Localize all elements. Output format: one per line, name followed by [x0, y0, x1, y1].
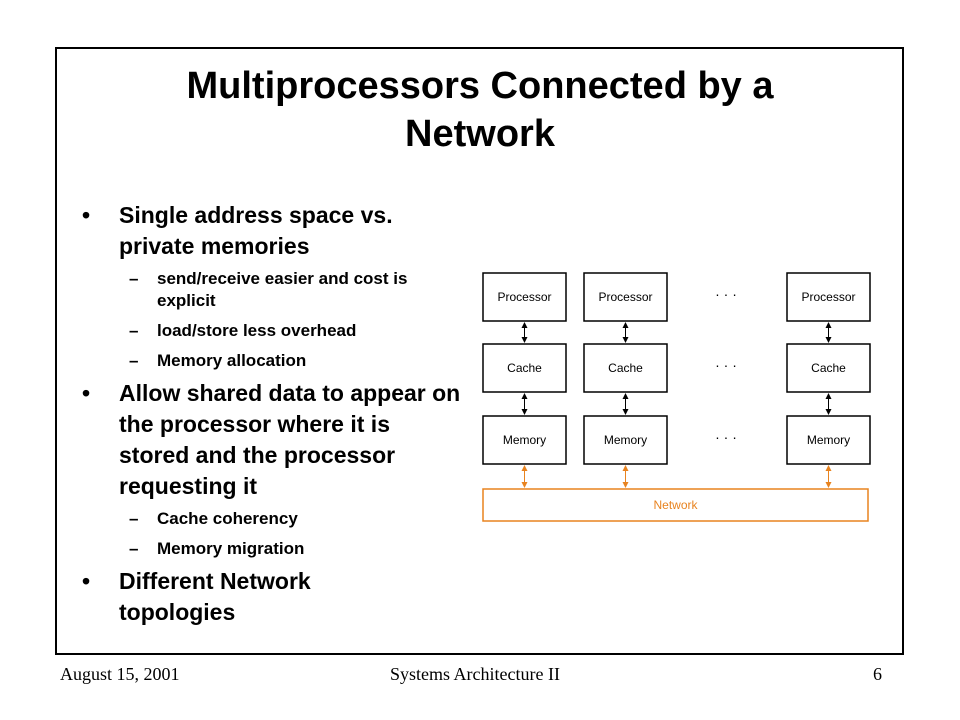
- sub-bullet-marker: –: [129, 269, 139, 288]
- cache-box: [786, 343, 871, 393]
- sub-bullet-marker: –: [129, 321, 139, 340]
- memory-label: Memory: [604, 433, 647, 447]
- multiprocessor-network-diagram: Processor Cache Memory Processor Cache M…: [482, 272, 871, 522]
- sub-bullet-1-2-text: load/store less overhead: [157, 321, 357, 340]
- title-line-1: Multiprocessors Connected by a: [186, 65, 774, 107]
- cache-box: [583, 343, 668, 393]
- sub-bullet-marker: –: [129, 351, 139, 370]
- sub-bullet-2-2: – Memory migration: [82, 538, 462, 560]
- sub-bullet-2-1: – Cache coherency: [82, 508, 462, 530]
- bullet-marker: •: [82, 380, 91, 406]
- network-label: Network: [653, 498, 698, 512]
- slide-title: Multiprocessors Connected by a Network: [80, 62, 880, 158]
- processor-label: Processor: [598, 290, 652, 304]
- bullet-3-text: Different Network topologies: [119, 568, 311, 625]
- footer-course: Systems Architecture II: [390, 664, 560, 684]
- sub-bullet-1-2: – load/store less overhead: [82, 320, 462, 342]
- processor-box: [583, 272, 668, 322]
- footer-page-number: 6: [873, 664, 882, 684]
- sub-bullet-marker: –: [129, 509, 139, 528]
- ellipsis-cache: · · ·: [715, 357, 737, 373]
- cache-label: Cache: [507, 361, 542, 375]
- sub-bullet-2-2-text: Memory migration: [157, 539, 305, 558]
- processor-label: Processor: [497, 290, 551, 304]
- sub-bullet-1-1: – send/receive easier and cost is explic…: [82, 268, 417, 312]
- footer-date: August 15, 2001: [60, 664, 180, 684]
- memory-label: Memory: [807, 433, 850, 447]
- memory-box: [786, 415, 871, 465]
- sub-bullet-marker: –: [129, 539, 139, 558]
- memory-label: Memory: [503, 433, 546, 447]
- bullet-3: • Different Network topologies: [82, 566, 399, 628]
- title-line-2: Network: [405, 113, 555, 155]
- bullet-2: • Allow shared data to appear on the pro…: [82, 378, 462, 502]
- sub-bullet-2-1-text: Cache coherency: [157, 509, 298, 528]
- bullet-1: • Single address space vs. private memor…: [82, 200, 439, 262]
- ellipsis-processor: · · ·: [715, 286, 737, 302]
- processor-box: [482, 272, 567, 322]
- bullet-marker: •: [82, 568, 91, 594]
- cache-box: [482, 343, 567, 393]
- cache-label: Cache: [811, 361, 846, 375]
- sub-bullet-1-3: – Memory allocation: [82, 350, 462, 372]
- processor-label: Processor: [801, 290, 855, 304]
- node-column-1: Processor Cache Memory: [482, 272, 567, 488]
- memory-box: [583, 415, 668, 465]
- network-box: [482, 488, 869, 522]
- sub-bullet-1-1-text: send/receive easier and cost is explicit: [157, 269, 408, 310]
- processor-box: [786, 272, 871, 322]
- cache-label: Cache: [608, 361, 643, 375]
- slide-frame: [55, 47, 904, 655]
- bullet-1-text: Single address space vs. private memorie…: [119, 202, 393, 259]
- sub-bullet-1-3-text: Memory allocation: [157, 351, 307, 370]
- ellipsis-memory: · · ·: [715, 429, 737, 445]
- memory-box: [482, 415, 567, 465]
- bullet-marker: •: [82, 202, 91, 228]
- bullet-2-text: Allow shared data to appear on the proce…: [119, 380, 461, 499]
- node-column-2: Processor Cache Memory: [583, 272, 668, 488]
- node-column-3: Processor Cache Memory: [786, 272, 871, 488]
- bullet-list: • Single address space vs. private memor…: [82, 200, 462, 628]
